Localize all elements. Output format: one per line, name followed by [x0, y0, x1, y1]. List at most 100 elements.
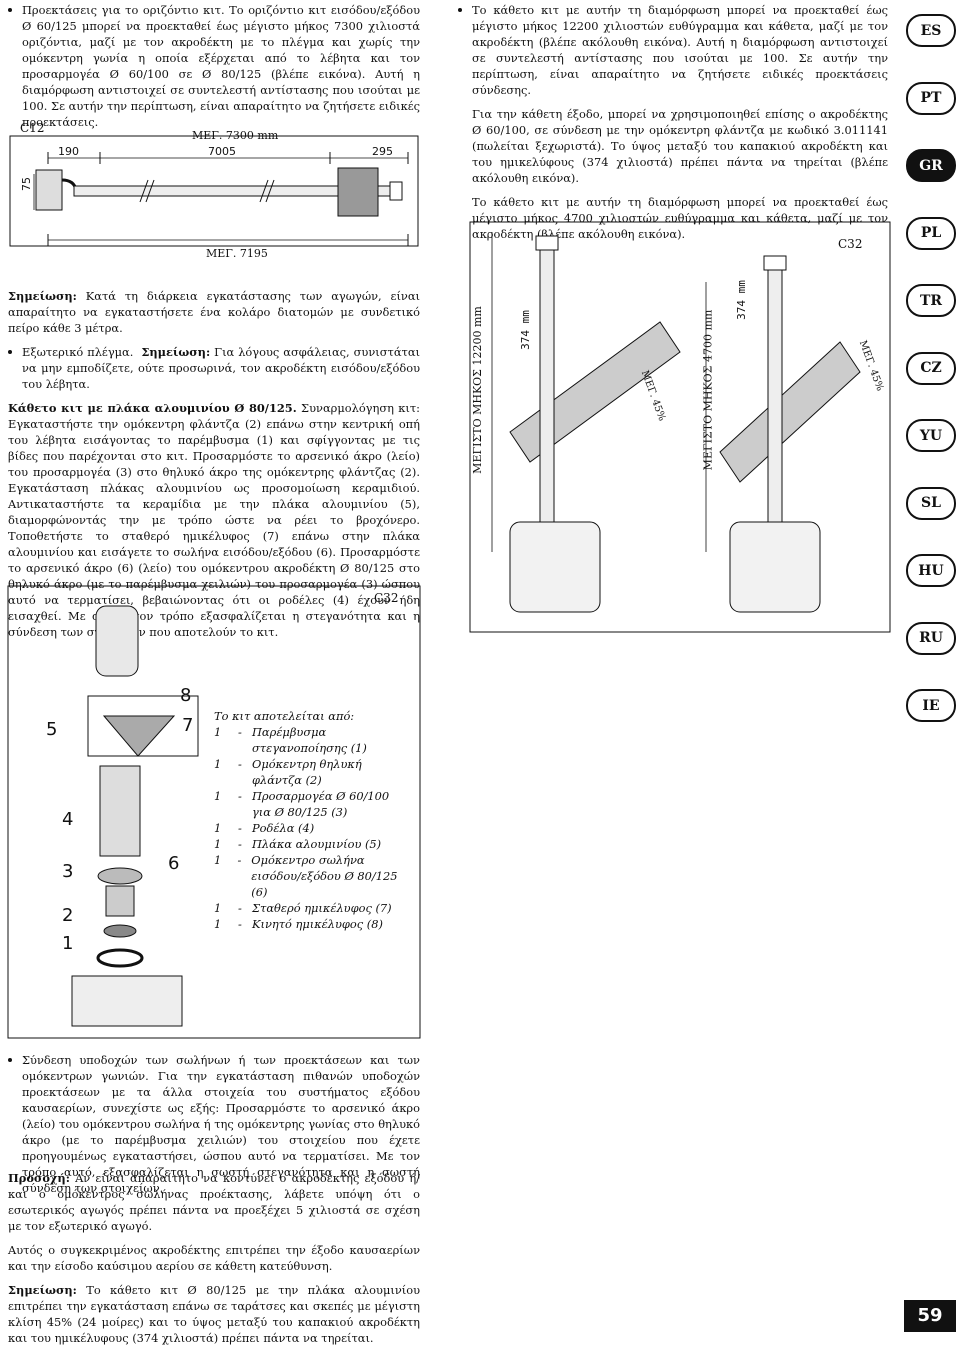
kit-item-line1: Πλάκα αλουμινίου (5) [252, 837, 382, 851]
external-mesh-text: Εξωτερικό πλέγμα. [22, 345, 134, 359]
kit-item-dash: - [238, 901, 242, 915]
warning-text: Αν είναι απαραίτητο να κοντύνει ο ακροδέ… [8, 1171, 420, 1233]
bottom-notes: Προσοχή: Αν είναι απαραίτητο να κοντύνει… [8, 1170, 420, 1346]
c12-label: C12 [20, 121, 45, 135]
lang-tab-gr[interactable]: GR [906, 149, 956, 182]
note2-text: Για λόγους ασφάλειας, συνιστάται να μην … [22, 345, 420, 391]
bullet-paragraph: Προεκτάσεις για το οριζόντιο κιτ. Το ορι… [8, 3, 420, 129]
kit-item-label: Κινητό ημικέλυφος (8) [252, 916, 383, 932]
kit-item-qty: 1 [214, 757, 222, 771]
note-label: Σημείωση: [8, 289, 77, 303]
kit-item-qty: 1 [214, 917, 222, 931]
lang-tab-pl[interactable]: PL [906, 216, 956, 250]
note-paragraph: Σημείωση: Κατά τη διάρκεια εγκατάστασης … [8, 288, 420, 336]
slope-note-paragraph: Σημείωση: Το κάθετο κιτ Ø 80/125 με την … [8, 1282, 420, 1346]
kit-item-label: Σταθερό ημικέλυφος (7) [252, 900, 392, 916]
vertical-flue-drawing [469, 221, 891, 633]
lang-tab-es[interactable]: ES [906, 14, 956, 47]
callout-7: 7 [182, 715, 194, 736]
kit-item-qty: 1 [214, 789, 222, 803]
external-mesh-paragraph: Εξωτερικό πλέγμα. Σημείωση: Για λόγους α… [8, 344, 420, 392]
callout-5: 5 [46, 719, 58, 740]
c32-label-kit: C32 [374, 591, 399, 605]
dim-374-right: 374 mm [734, 280, 748, 320]
kit-item-label: Πλάκα αλουμινίου (5) [252, 836, 381, 852]
note-text: Κατά τη διάρκεια εγκατάστασης των αγωγών… [8, 289, 420, 335]
c32-vertical-diagram: C32 ΜΕΓΙΣΤΟ ΜΗΚΟΣ 12200 mm ΜΕΓΙΣΤΟ ΜΗΚΟΣ… [469, 221, 891, 633]
kit-item-line1: Ομόκεντρο σωλήνα [251, 853, 365, 867]
kit-item-line1: Παρέμβυσμα [252, 725, 327, 739]
kit-item-line1: Ομόκεντρη θηλυκή [252, 757, 362, 771]
vertical-12200-paragraph: Το κάθετο κιτ με αυτήν τη διαμόρφωση μπο… [458, 3, 888, 97]
kit-item-dash: - [238, 917, 242, 931]
kit-item-dash: - [238, 789, 242, 803]
terminal-paragraph: Αυτός ο συγκεκριμένος ακροδέκτης επιτρέπ… [8, 1243, 420, 1273]
lang-tab-yu[interactable]: YU [906, 419, 956, 452]
horizontal-flue-drawing [9, 135, 419, 247]
kit-item-dash: - [238, 725, 242, 739]
kit-exploded-diagram: C32 5 4 3 2 1 8 7 6 [7, 585, 421, 1039]
kit-item: 1 -Ομόκεντρη θηλυκή φλάντζα (2) [214, 756, 414, 788]
kit-item-dash: - [238, 821, 242, 835]
kit-item-qty: 1 [214, 725, 222, 739]
kit-item: 1 -Ομόκεντρο σωλήνα εισόδου/εξόδου Ø 80/12… [214, 852, 414, 900]
lang-tab-pt[interactable]: PT [906, 81, 956, 115]
bottom-text: Σύνδεση υποδοχών των σωλήνων ή των προεκ… [8, 1052, 420, 1196]
lang-tab-sl[interactable]: SL [906, 486, 956, 520]
callout-2: 2 [62, 905, 74, 926]
callout-6: 6 [168, 853, 180, 874]
kit-item-label: Ροδέλα (4) [252, 820, 314, 836]
c12-diagram: C12 ΜΕΓ. 7300 mm 190 7005 295 75 ΜΕΓ. 71… [8, 118, 420, 276]
connection-paragraph: Σύνδεση υποδοχών των σωλήνων ή των προεκ… [8, 1053, 420, 1195]
kit-item-label: Ομόκεντρο σωλήνα εισόδου/εξόδου Ø 80/125 … [251, 852, 414, 900]
callout-3: 3 [62, 861, 74, 882]
max-4700-label: ΜΕΓΙΣΤΟ ΜΗΚΟΣ 4700 mm [701, 309, 715, 471]
kit-item-qty: 1 [214, 837, 222, 851]
kit-item-line2: για Ø 80/125 (3) [252, 805, 348, 819]
kit-item: 1 -Σταθερό ημικέλυφος (7) [214, 900, 414, 916]
callout-1: 1 [62, 933, 74, 954]
kit-item-line2: εισόδου/εξόδου Ø 80/125 (6) [251, 869, 398, 899]
lang-tab-cz[interactable]: CZ [906, 351, 956, 385]
kit-item-qty: 1 [214, 901, 222, 915]
kit-item: 1 -Ροδέλα (4) [214, 820, 414, 836]
kit-item: 1 -Κινητό ημικέλυφος (8) [214, 916, 414, 932]
kit-item-line1: Κινητό ημικέλυφος (8) [252, 917, 383, 931]
lang-tab-tr[interactable]: TR [906, 284, 956, 317]
slope-note-label: Σημείωση: [8, 1283, 77, 1297]
lang-tab-ru[interactable]: RU [906, 621, 956, 655]
dim-374-left: 374 mm [518, 310, 532, 350]
kit-item-line2: στεγανοποίησης (1) [252, 741, 367, 755]
kit-parts-drawing [7, 585, 421, 1039]
callout-4: 4 [62, 809, 74, 830]
note2-label: Σημείωση: [141, 345, 211, 359]
kit-title: Το κιτ αποτελείται από: [214, 709, 355, 723]
kit-item-dash: - [238, 757, 242, 771]
lang-tab-ie[interactable]: IE [906, 689, 956, 722]
kit-item: 1 -Πλάκα αλουμινίου (5) [214, 836, 414, 852]
vertical-kit-extension-text: Το κάθετο κιτ με αυτήν τη διαμόρφωση μπο… [458, 2, 888, 242]
dim-7005: 7005 [208, 145, 236, 158]
kit-item-line1: Ροδέλα (4) [252, 821, 315, 835]
kit-item-dash: - [237, 853, 242, 867]
kit-item-line1: Σταθερό ημικέλυφος (7) [252, 901, 392, 915]
c32-label-top: C32 [838, 237, 863, 251]
vertical-kit-title: Κάθετο κιτ με πλάκα αλουμινίου Ø 80/125. [8, 401, 297, 415]
lang-tab-hu[interactable]: HU [906, 554, 956, 587]
vertical-6010-paragraph: Για την κάθετη έξοδο, μπορεί να χρησιμοπ… [472, 107, 888, 185]
kit-item-label: Ομόκεντρη θηλυκή φλάντζα (2) [252, 756, 362, 788]
kit-item-line2: φλάντζα (2) [252, 773, 322, 787]
dim-190: 190 [58, 145, 79, 158]
kit-item-qty: 1 [214, 821, 222, 835]
max-7195-label: ΜΕΓ. 7195 [206, 247, 268, 260]
kit-item: 1 -Παρέμβυσμα στεγανοποίησης (1) [214, 724, 414, 756]
kit-item-dash: - [238, 837, 242, 851]
kit-item-label: Παρέμβυσμα στεγανοποίησης (1) [252, 724, 367, 756]
horizontal-kit-extension-text: Προεκτάσεις για το οριζόντιο κιτ. Το ορι… [8, 2, 420, 130]
warning-paragraph: Προσοχή: Αν είναι απαραίτητο να κοντύνει… [8, 1170, 420, 1234]
kit-item-qty: 1 [214, 853, 222, 867]
